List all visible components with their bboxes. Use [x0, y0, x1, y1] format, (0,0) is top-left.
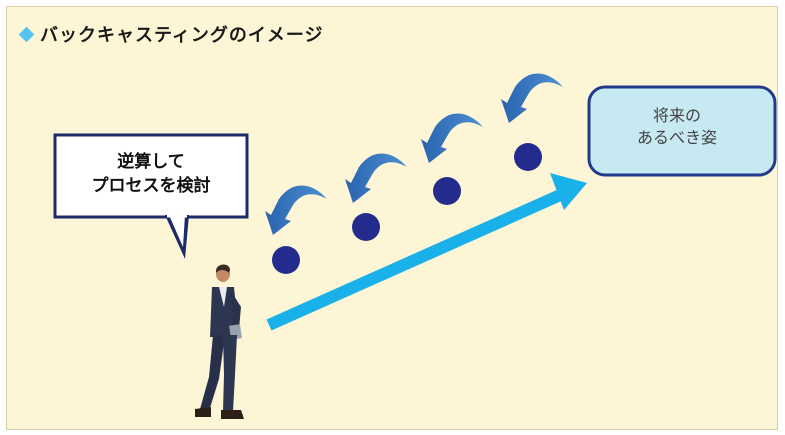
step-dot-3: [433, 177, 461, 205]
speech-bubble: [53, 133, 249, 259]
back-arrow-4: [501, 73, 563, 123]
backcasting-scene: [53, 73, 777, 419]
businessman-walking-icon: [195, 264, 244, 419]
diagram-title: バックキャスティングのイメージ: [18, 21, 324, 47]
title-text: バックキャスティングのイメージ: [40, 25, 324, 46]
future-goal-line1: 将来の: [652, 106, 701, 125]
step-dot-4: [514, 143, 542, 171]
future-goal-line2: あるべき姿: [636, 128, 717, 147]
future-goal-label: 将来の あるべき姿: [587, 105, 767, 149]
step-dot-2: [352, 213, 380, 241]
speech-bubble-line1: 逆算して: [117, 152, 185, 172]
speech-bubble-line2: プロセスを検討: [91, 176, 211, 196]
step-dot-1: [272, 246, 300, 274]
main-arrow: [266, 173, 587, 331]
back-arrow-3: [421, 113, 483, 163]
speech-bubble-text: 逆算して プロセスを検討: [55, 150, 247, 198]
future-goal-box: [587, 85, 777, 177]
back-arrow-1: [265, 185, 327, 235]
back-arrow-2: [345, 153, 407, 203]
diagram-frame: バックキャスティングのイメージ: [6, 6, 778, 430]
